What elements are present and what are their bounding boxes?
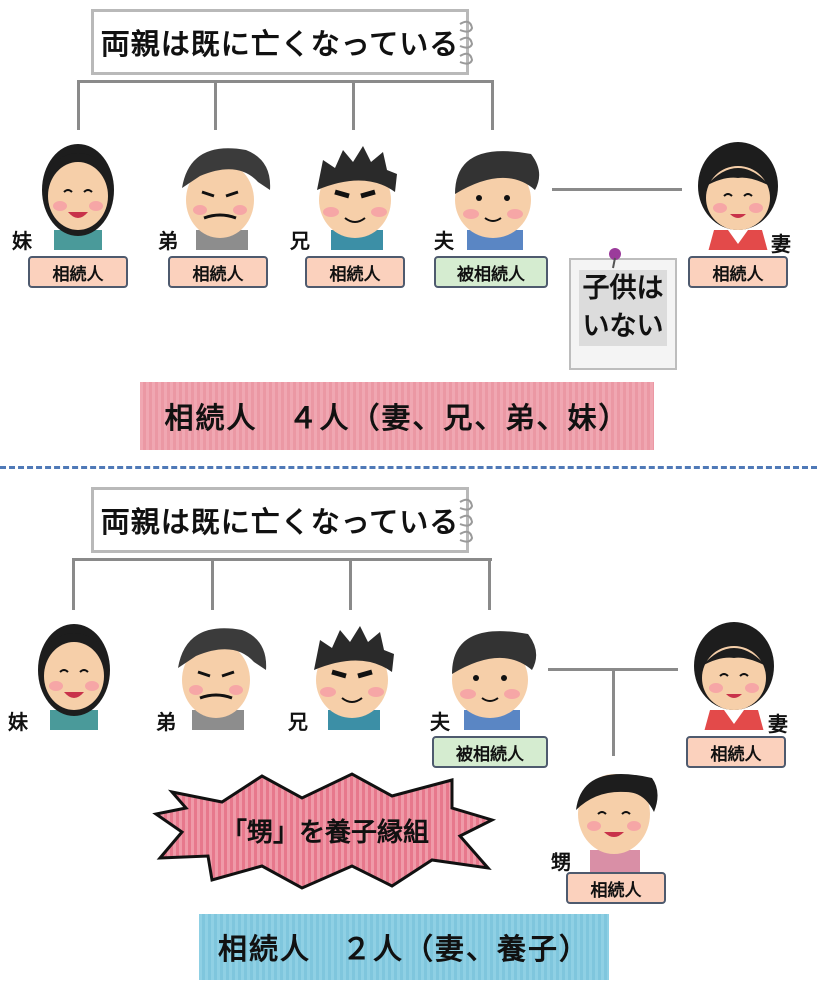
memo-text: 子供は いない [579, 270, 667, 346]
connector-drop [488, 558, 491, 610]
pushpin-icon [609, 248, 621, 269]
older-brother-illustration [317, 146, 397, 250]
summary-banner-bottom: 相続人 ２人（妻、養子） [199, 914, 609, 980]
adoption-line [612, 668, 615, 756]
spiral-icon [459, 20, 474, 65]
husband-illustration [455, 151, 540, 250]
relation-label: 兄 [290, 229, 310, 253]
connector-drop [491, 80, 494, 130]
sister-illustration [42, 144, 114, 250]
relation-label: 兄 [288, 710, 308, 734]
connector-drop [352, 80, 355, 130]
wife-illustration [698, 142, 778, 250]
burst-text: 「甥」を養子縁組 [220, 817, 429, 848]
relation-label: 夫 [430, 710, 450, 734]
relation-label: 弟 [158, 229, 178, 253]
marriage-line [552, 188, 682, 191]
connector-drop [72, 558, 75, 610]
adoption-burst: 「甥」を養子縁組 [152, 770, 498, 890]
nephew-illustration [576, 774, 658, 872]
heir-tag: 相続人 [168, 256, 268, 288]
memo-line-1: 子供は [582, 273, 664, 304]
relation-label: 妹 [12, 229, 32, 253]
husband-illustration [452, 631, 537, 730]
wife-illustration [694, 622, 774, 730]
parents-deceased-note: 両親は既に亡くなっている [91, 9, 474, 75]
connector-drop [214, 80, 217, 130]
section-divider [0, 466, 817, 469]
header-text: 両親は既に亡くなっている [100, 27, 460, 61]
decedent-tag: 被相続人 [432, 736, 548, 768]
connector-drop [211, 558, 214, 610]
relation-label: 甥 [551, 850, 571, 874]
sibling-connector-line [72, 558, 492, 561]
burst-shape [152, 772, 497, 890]
younger-brother-illustration [182, 148, 271, 250]
connector-drop [77, 80, 80, 130]
relation-label: 妻 [771, 232, 791, 256]
relation-label: 弟 [156, 710, 176, 734]
memo-line-2: いない [582, 311, 664, 342]
relation-label: 夫 [434, 229, 454, 253]
heir-tag: 相続人 [305, 256, 405, 288]
heir-tag: 相続人 [688, 256, 788, 288]
heir-tag: 相続人 [686, 736, 786, 768]
connector-drop [349, 558, 352, 610]
relation-label: 妹 [8, 710, 28, 734]
heir-tag: 相続人 [566, 872, 666, 904]
relation-label: 妻 [768, 712, 788, 736]
heir-tag: 相続人 [28, 256, 128, 288]
no-children-memo: 子供は いない [569, 258, 677, 370]
spiral-icon [459, 498, 474, 543]
younger-brother-illustration [178, 628, 267, 730]
header-text: 両親は既に亡くなっている [100, 505, 460, 539]
decedent-tag: 被相続人 [434, 256, 548, 288]
parents-deceased-note: 両親は既に亡くなっている [91, 487, 474, 553]
sister-illustration [38, 624, 110, 730]
sibling-connector-line [77, 80, 494, 83]
older-brother-illustration [314, 626, 394, 730]
summary-banner-top: 相続人 ４人（妻、兄、弟、妹） [140, 382, 654, 450]
